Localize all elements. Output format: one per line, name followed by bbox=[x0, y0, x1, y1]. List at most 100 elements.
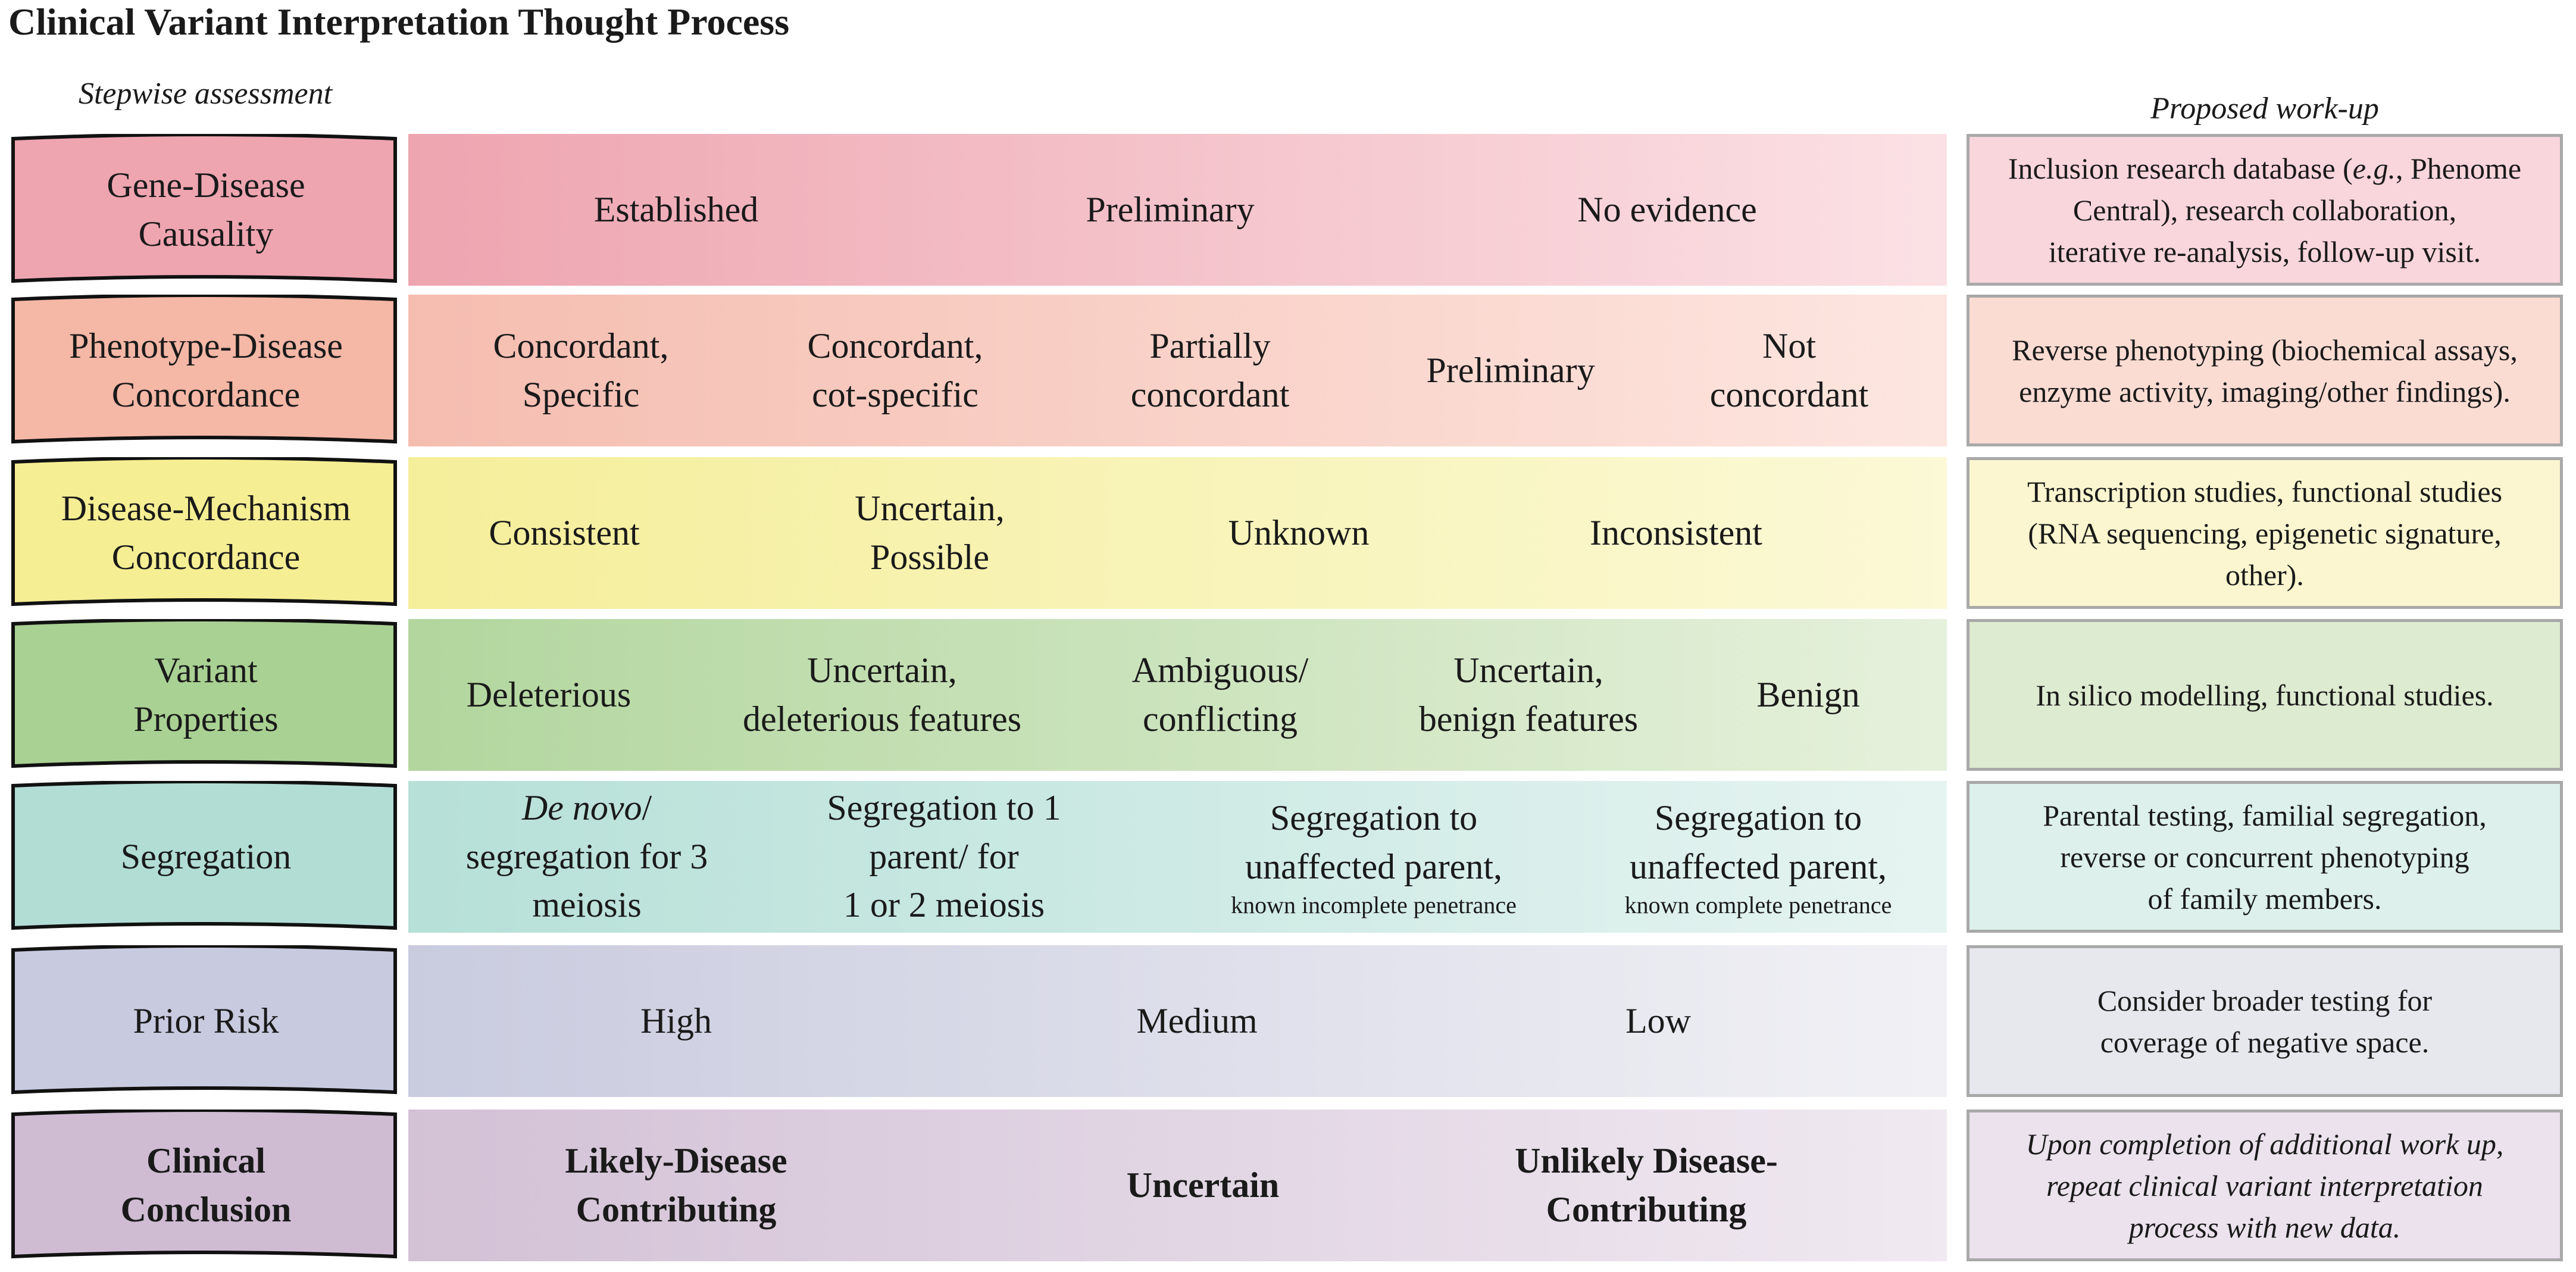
header-stepwise-assessment: Stepwise assessment bbox=[78, 77, 333, 111]
scale-level-partially-concordant: Partially concordant bbox=[1043, 295, 1377, 446]
scale-level-benign: Benign bbox=[1642, 619, 1975, 771]
work-up-line: process with new data. bbox=[2128, 1210, 2401, 1244]
page-title: Clinical Variant Interpretation Thought … bbox=[8, 1, 790, 43]
work-up-line: Reverse phenotyping (biochemical assays, bbox=[2012, 333, 2518, 367]
scale-level-line: Consistent bbox=[489, 512, 640, 552]
scale-level-line: cot-specific bbox=[812, 374, 978, 414]
scale-level-line: concordant bbox=[1709, 374, 1869, 414]
proposed-work-up-box: In silico modelling, functional studies. bbox=[1967, 619, 2563, 771]
scale-level-line: parent/ for bbox=[869, 836, 1019, 876]
scale-level-low: Low bbox=[1414, 945, 1902, 1097]
work-up-line: repeat clinical variant interpretation bbox=[2046, 1168, 2483, 1202]
proposed-work-up-box: Upon completion of additional work up, re… bbox=[1967, 1110, 2563, 1261]
scale-level-no-evidence: No evidence bbox=[1423, 134, 1911, 286]
work-up-line: of family members. bbox=[2147, 882, 2382, 915]
scale-level-concordant-specific: Concordant,Specific bbox=[414, 295, 748, 446]
proposed-work-up-box: Parental testing, familial segregation,r… bbox=[1967, 781, 2563, 933]
row-segregation: Segregation De novo/segregation for 3 meio… bbox=[0, 781, 2576, 933]
scale-level-line: Possible bbox=[870, 537, 990, 577]
scale-level-line: Unlikely Disease- bbox=[1515, 1140, 1778, 1180]
scale-level-established: Established bbox=[432, 134, 920, 286]
scale-level-line: concordant bbox=[1130, 374, 1290, 414]
scale-level-line: unaffected parent, bbox=[1245, 846, 1502, 886]
scale-level-high: High bbox=[432, 945, 920, 1097]
step-label-box bbox=[11, 619, 397, 768]
work-up-line: reverse or concurrent phenotyping bbox=[2060, 840, 2469, 874]
work-up-line: Inclusion research database (e.g., Pheno… bbox=[2008, 151, 2522, 185]
work-up-line: iterative re-analysis, follow-up visit. bbox=[2048, 235, 2481, 268]
step-label-line: Concordance bbox=[111, 374, 301, 414]
work-up-line: In silico modelling, functional studies. bbox=[2036, 678, 2494, 712]
scale-level-segregation-to-unaffected-parent: Segregation to unaffected parent, known in… bbox=[1183, 781, 1564, 933]
step-label: Segregation bbox=[15, 781, 396, 933]
step-label-line: Properties bbox=[133, 699, 279, 739]
scale-level-line: Segregation to 1 bbox=[827, 788, 1061, 828]
scale-level-uncertain: Uncertain bbox=[959, 1110, 1447, 1261]
proposed-work-up-box: Reverse phenotyping (biochemical assays,… bbox=[1967, 295, 2563, 446]
step-label-box bbox=[11, 1110, 397, 1259]
scale-level-line: Uncertain bbox=[1126, 1165, 1280, 1205]
step-label-box bbox=[11, 945, 397, 1095]
step-label-line: Clinical bbox=[146, 1140, 265, 1180]
work-up-line: enzyme activity, imaging/other findings)… bbox=[2019, 374, 2511, 408]
work-up-line: coverage of negative space. bbox=[2100, 1025, 2430, 1059]
scale-level-line: Segregation to bbox=[1654, 798, 1862, 837]
work-up-line: Upon completion of additional work up, bbox=[2025, 1127, 2504, 1161]
scale-level-line: Concordant, bbox=[493, 326, 669, 365]
step-label: Prior Risk bbox=[15, 945, 396, 1097]
scale-level-line: Segregation to bbox=[1270, 798, 1478, 837]
proposed-work-up-box: Inclusion research database (e.g., Pheno… bbox=[1967, 134, 2563, 286]
scale-level-note: known incomplete penetrance bbox=[1231, 892, 1517, 919]
scale-level-concordant-cot-specific: Concordant,cot-specific bbox=[729, 295, 1062, 446]
scale-level-line: Preliminary bbox=[1086, 189, 1255, 229]
step-label-line: Phenotype-Disease bbox=[69, 326, 343, 365]
evidence-scale-band: Established Preliminary No evidence bbox=[408, 134, 1947, 286]
step-label-box bbox=[11, 457, 397, 607]
proposed-work-up-box: Consider broader testing for coverage of … bbox=[1967, 945, 2563, 1097]
scale-level-preliminary: Preliminary bbox=[1344, 295, 1677, 446]
scale-level-line: Low bbox=[1625, 1001, 1691, 1040]
scale-level-segregation-to-1-parent-for-1-or-2-meiosis: Segregation to 1 parent/ for 1 or 2 meiosi… bbox=[754, 781, 1134, 933]
scale-level-deleterious: Deleterious bbox=[382, 619, 715, 771]
step-label-box bbox=[11, 781, 397, 930]
scale-level-line: benign features bbox=[1418, 699, 1639, 739]
scale-level-line: De novo/ bbox=[521, 788, 652, 828]
scale-level-line: Uncertain, bbox=[1453, 650, 1603, 690]
step-label-line: Segregation bbox=[120, 836, 292, 876]
step-label-line: Conclusion bbox=[120, 1189, 292, 1229]
scale-level-consistent: Consistent bbox=[374, 457, 755, 609]
scale-level-uncertain-deleterious-features: Uncertain,deleterious features bbox=[715, 619, 1049, 771]
scale-level-line: meiosis bbox=[532, 885, 642, 925]
scale-level-line: Partially bbox=[1149, 326, 1271, 365]
scale-level-line: Preliminary bbox=[1426, 350, 1595, 390]
scale-level-note: known complete penetrance bbox=[1624, 892, 1892, 919]
scale-level-line: No evidence bbox=[1577, 189, 1757, 229]
scale-level-line: Inconsistent bbox=[1590, 512, 1762, 552]
work-up-line: Consider broader testing for bbox=[2097, 983, 2433, 1017]
scale-level-uncertain-possible: Uncertain, Possible bbox=[739, 457, 1120, 609]
scale-level-ambiguous-conflicting: Ambiguous/conflicting bbox=[1053, 619, 1387, 771]
scale-level-line: Established bbox=[593, 189, 759, 229]
scale-level-line: segregation for 3 bbox=[465, 836, 708, 876]
scale-level-line: Likely-Disease bbox=[565, 1140, 787, 1180]
step-label-line: Disease-Mechanism bbox=[61, 488, 351, 528]
scale-level-line: Ambiguous/ bbox=[1131, 650, 1309, 690]
scale-level-line: 1 or 2 meiosis bbox=[843, 885, 1045, 925]
scale-level-line: Uncertain, bbox=[855, 488, 1005, 528]
scale-level-medium: Medium bbox=[953, 945, 1441, 1097]
evidence-scale-band: De novo/segregation for 3 meiosis Segregat… bbox=[408, 781, 1947, 933]
